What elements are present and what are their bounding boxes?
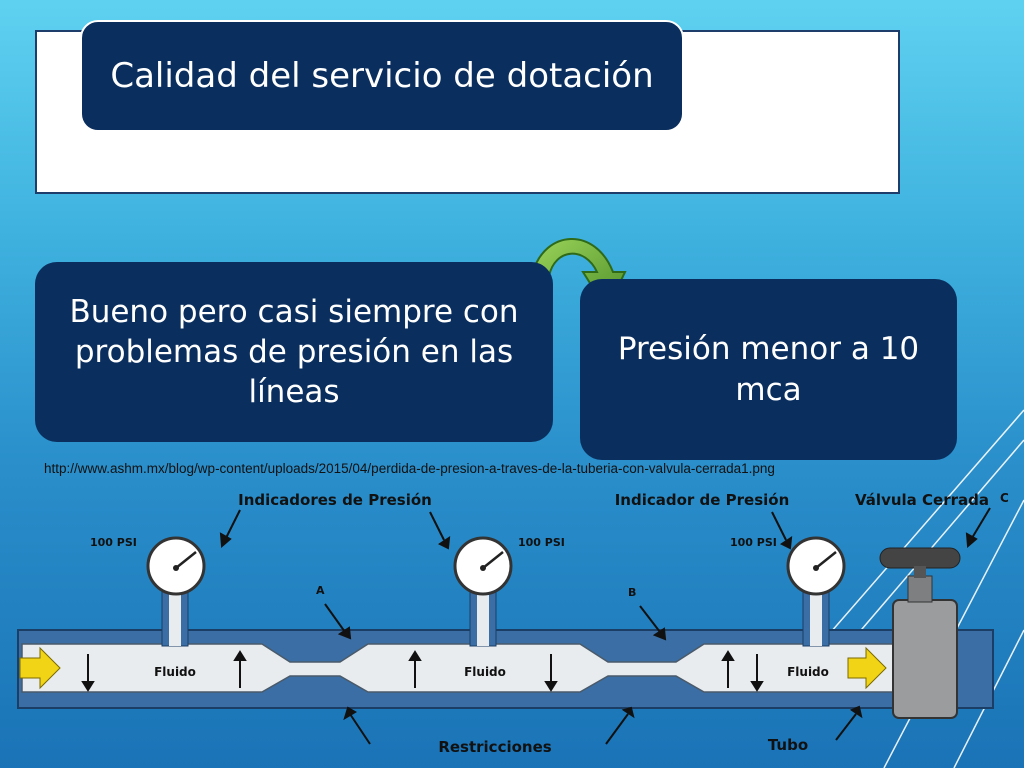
- pressure-gauge-icon: [453, 536, 513, 596]
- label-indicador: Indicador de Presión: [615, 491, 790, 509]
- source-url: http://www.ashm.mx/blog/wp-content/uploa…: [44, 461, 775, 476]
- psi-label: 100 PSI: [90, 536, 137, 549]
- pressure-diagram: Indicadores de Presión Indicador de Pres…: [17, 491, 1009, 756]
- flow-arrow-icon: [847, 646, 887, 690]
- pressure-gauge-icon: [786, 536, 846, 596]
- flow-arrow-icon: [19, 646, 61, 690]
- pressure-gauge-icon: [146, 536, 206, 596]
- label-a: A: [316, 584, 325, 597]
- closed-valve-icon: [879, 547, 961, 719]
- pressure-box: Presión menor a 10 mca: [580, 279, 957, 460]
- label-c: C: [1000, 491, 1009, 505]
- label-tubo: Tubo: [768, 736, 808, 754]
- label-indicadores: Indicadores de Presión: [238, 491, 432, 509]
- fluido-label: Fluido: [464, 665, 506, 679]
- fluido-label: Fluido: [154, 665, 196, 679]
- label-valvula: Válvula Cerrada: [855, 491, 989, 509]
- label-b: B: [628, 586, 636, 599]
- psi-label: 100 PSI: [730, 536, 777, 549]
- slide-title: Calidad del servicio de dotación: [80, 20, 684, 132]
- fluido-label: Fluido: [787, 665, 829, 679]
- label-restricciones: Restricciones: [438, 738, 551, 756]
- psi-label: 100 PSI: [518, 536, 565, 549]
- problem-box: Bueno pero casi siempre con problemas de…: [35, 262, 553, 442]
